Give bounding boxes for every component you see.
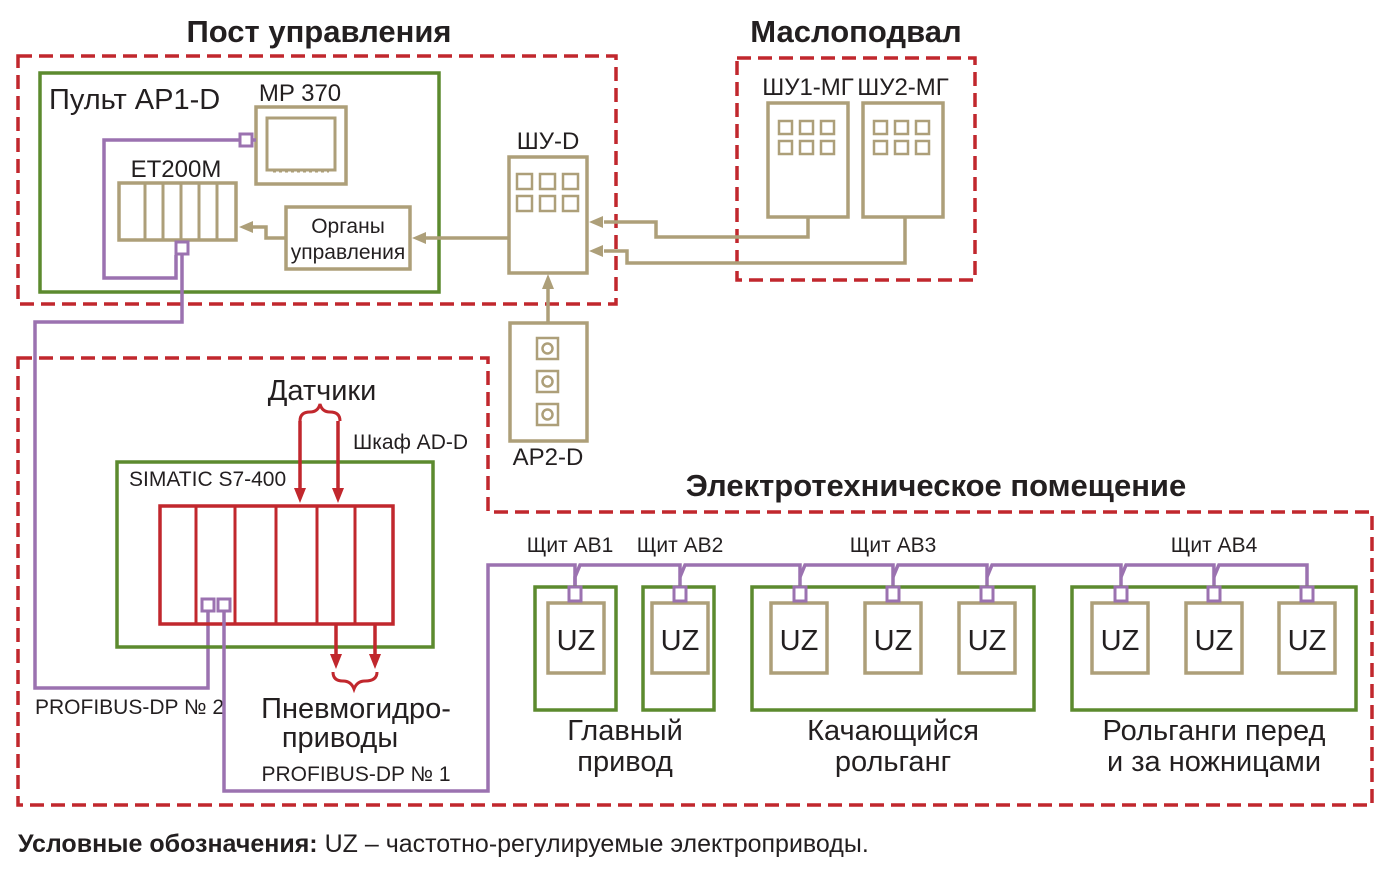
group-main-line2: привод — [577, 746, 673, 778]
arrow-head — [330, 654, 342, 669]
svg-text:UZ: UZ — [557, 625, 596, 657]
uz-unit: UZ — [1277, 585, 1337, 675]
electrical-room-title: Электротехническое помещение — [686, 468, 1186, 503]
simatic-port-1 — [216, 597, 232, 613]
shu-d-cabinet — [507, 155, 589, 275]
arrow-head — [589, 245, 603, 257]
svg-text:UZ: UZ — [968, 625, 1007, 657]
bus-ab3-3 — [891, 563, 989, 587]
group-main-line1: Главный — [567, 715, 683, 747]
simatic-label: SIMATIC S7-400 — [129, 468, 286, 491]
control-post-title: Пост управления — [186, 14, 451, 49]
et200m-label: ET200M — [131, 156, 222, 183]
controls-line2: управления — [291, 241, 406, 264]
panel-ab1-label: Щит AB1 — [527, 534, 614, 557]
uz-unit: UZ — [863, 585, 923, 675]
group-rollers-line2: и за ножницами — [1107, 746, 1321, 778]
actuators-brace — [331, 671, 379, 694]
bus-ab2-ab3 — [678, 563, 802, 587]
console-label: Пульт AP1-D — [49, 84, 220, 116]
actuators-line1: Пневмогидро- — [261, 693, 451, 725]
electrical-room-zone — [16, 356, 1374, 807]
svg-text:UZ: UZ — [1195, 625, 1234, 657]
profibus-dp2-line — [33, 254, 210, 690]
uz-unit: UZ — [546, 585, 606, 675]
panel-ab4-label: Щит AB4 — [1171, 534, 1258, 557]
uz-unit: UZ — [650, 585, 710, 675]
profibus1-label: PROFIBUS-DP № 1 — [261, 763, 450, 786]
arrow-head — [542, 274, 554, 289]
svg-text:UZ: UZ — [1288, 625, 1327, 657]
mp370-port — [238, 132, 254, 148]
simatic-port-2 — [200, 597, 216, 613]
shu2-to-shu-d-wire — [604, 217, 907, 265]
legend-title: Условные обозначения: — [18, 830, 318, 858]
uz-unit: UZ — [769, 585, 829, 675]
simatic-rack — [158, 504, 395, 626]
shu1-mg-label: ШУ1-МГ — [762, 74, 854, 101]
profibus-dp1-line — [222, 563, 577, 793]
et200m-port — [174, 240, 190, 256]
control-post-zone — [16, 54, 618, 306]
arrow-head — [294, 488, 306, 503]
svg-text:UZ: UZ — [874, 625, 913, 657]
mp370-label: MP 370 — [259, 80, 341, 107]
oil-cellar-zone — [735, 56, 977, 282]
legend: Условные обозначения: UZ – частотно-регу… — [18, 830, 869, 858]
console-ap1-d — [38, 71, 441, 294]
controls-line1: Органы — [311, 215, 385, 238]
uz-unit: UZ — [1090, 585, 1150, 675]
shu2-mg-cabinet — [861, 101, 945, 219]
arrow-head — [412, 232, 426, 244]
controls-to-et200m-wire — [252, 225, 286, 240]
profibus2-label: PROFIBUS-DP № 2 — [35, 696, 224, 719]
uz-unit: UZ — [957, 585, 1017, 675]
svg-text:UZ: UZ — [780, 625, 819, 657]
bus-ab1-ab2 — [573, 563, 682, 587]
uz-unit: UZ — [1184, 585, 1244, 675]
bus-ab4-3 — [1212, 563, 1309, 587]
arrow-head — [589, 216, 603, 228]
et200m-module — [117, 181, 238, 242]
arrow-head — [332, 488, 344, 503]
oil-cellar-title: Маслоподвал — [750, 14, 961, 49]
actuators-line2: приводы — [282, 722, 398, 754]
svg-text:UZ: UZ — [1101, 625, 1140, 657]
arrow-head — [239, 221, 253, 233]
shu-d-label: ШУ-D — [517, 128, 580, 155]
shu1-mg-cabinet — [766, 101, 850, 219]
cabinet-label: Шкаф AD-D — [353, 431, 468, 454]
sensors-label: Датчики — [268, 375, 377, 407]
simatic-s7-400-box — [115, 460, 435, 649]
legend-text: UZ – частотно-регулируемые электропривод… — [318, 830, 869, 858]
shu2-mg-label: ШУ2-МГ — [857, 74, 949, 101]
sensors-brace — [298, 403, 342, 422]
panel-ab3-label: Щит AB3 — [850, 534, 937, 557]
bus-ab3-2 — [798, 563, 895, 587]
mp370-to-et200m-bus — [102, 138, 240, 280]
group-swing-line2: рольганг — [835, 746, 951, 778]
mp370-panel — [254, 105, 348, 186]
group-swing-line1: Качающийся — [807, 715, 979, 747]
panel-ab2-label: Щит AB2 — [637, 534, 724, 557]
group-rollers-line1: Рольганги перед — [1103, 715, 1326, 747]
bus-ab3-ab4 — [985, 563, 1123, 587]
svg-text:UZ: UZ — [661, 625, 700, 657]
shu1-to-shu-d-wire — [604, 217, 810, 239]
ap2-d-panel — [508, 321, 589, 443]
bus-ab4-2 — [1119, 563, 1216, 587]
arrow-head — [369, 654, 381, 669]
ap2-d-label: AP2-D — [513, 444, 584, 471]
